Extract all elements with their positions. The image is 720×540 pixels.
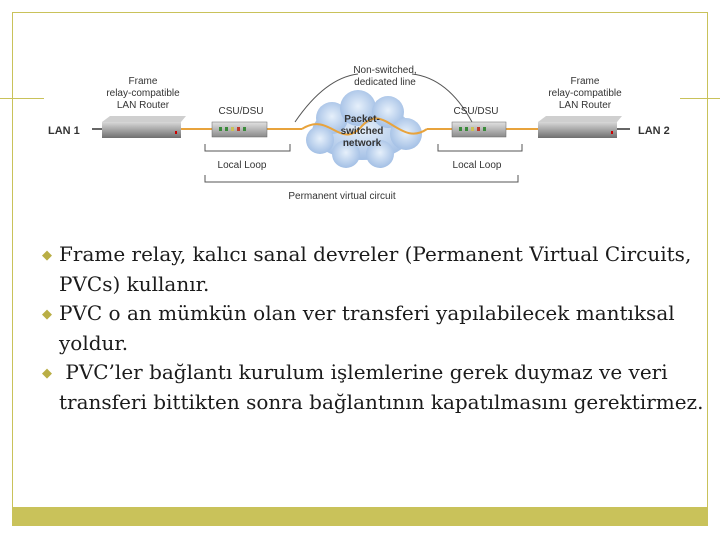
network-label-1: Packet- [344,114,380,125]
csu-dsu-right-label: CSU/DSU [453,106,498,117]
local-loop-right-label: Local Loop [453,160,502,171]
dedicated-line-label-1: Non-switched, [353,65,416,76]
router-left-label-2: relay-compatible [106,88,180,99]
bullet-text: PVC o an mümkün olan ver transferi yapıl… [59,301,675,355]
router-right-icon [538,116,622,138]
lan-2-label: LAN 2 [638,125,670,137]
router-right-label-2: relay-compatible [548,88,622,99]
diamond-bullet-icon: ◆ [42,241,54,270]
bullet-text: Frame relay, kalıcı sanal devreler (Perm… [59,242,691,296]
csu-dsu-left-label: CSU/DSU [218,106,263,117]
bullet-item: ◆ PVC’ler bağlantı kurulum işlemlerine g… [42,358,712,417]
router-right-label-3: LAN Router [559,100,612,111]
footer-bar [12,507,708,526]
router-left-label-1: Frame [129,76,158,87]
bullet-text: PVC’ler bağlantı kurulum işlemlerine ger… [59,360,703,414]
router-left-label-3: LAN Router [117,100,170,111]
decorative-rule-left [0,98,44,99]
bullet-item: ◆Frame relay, kalıcı sanal devreler (Per… [42,240,712,299]
diamond-bullet-icon: ◆ [42,359,54,388]
lan-1-label: LAN 1 [48,125,80,137]
pvc-bracket [205,175,518,182]
router-right-label-1: Frame [571,76,600,87]
router-left-icon [102,116,186,138]
bullet-list: ◆Frame relay, kalıcı sanal devreler (Per… [42,240,712,417]
bullet-item: ◆PVC o an mümkün olan ver transferi yapı… [42,299,712,358]
network-label-3: network [343,138,382,149]
local-loop-left-label: Local Loop [218,160,267,171]
frame-relay-diagram: LAN 1 LAN 2 Frame relay-compatible LAN R… [40,56,700,210]
dedicated-line-label-2: dedicated line [354,77,416,88]
csu-dsu-left-icon [212,122,267,137]
diamond-bullet-icon: ◆ [42,300,54,329]
local-loop-left-bracket [205,144,290,151]
csu-dsu-right-icon [452,122,506,137]
network-label-2: switched [341,126,384,137]
pvc-label: Permanent virtual circuit [288,191,395,202]
local-loop-right-bracket [438,144,522,151]
